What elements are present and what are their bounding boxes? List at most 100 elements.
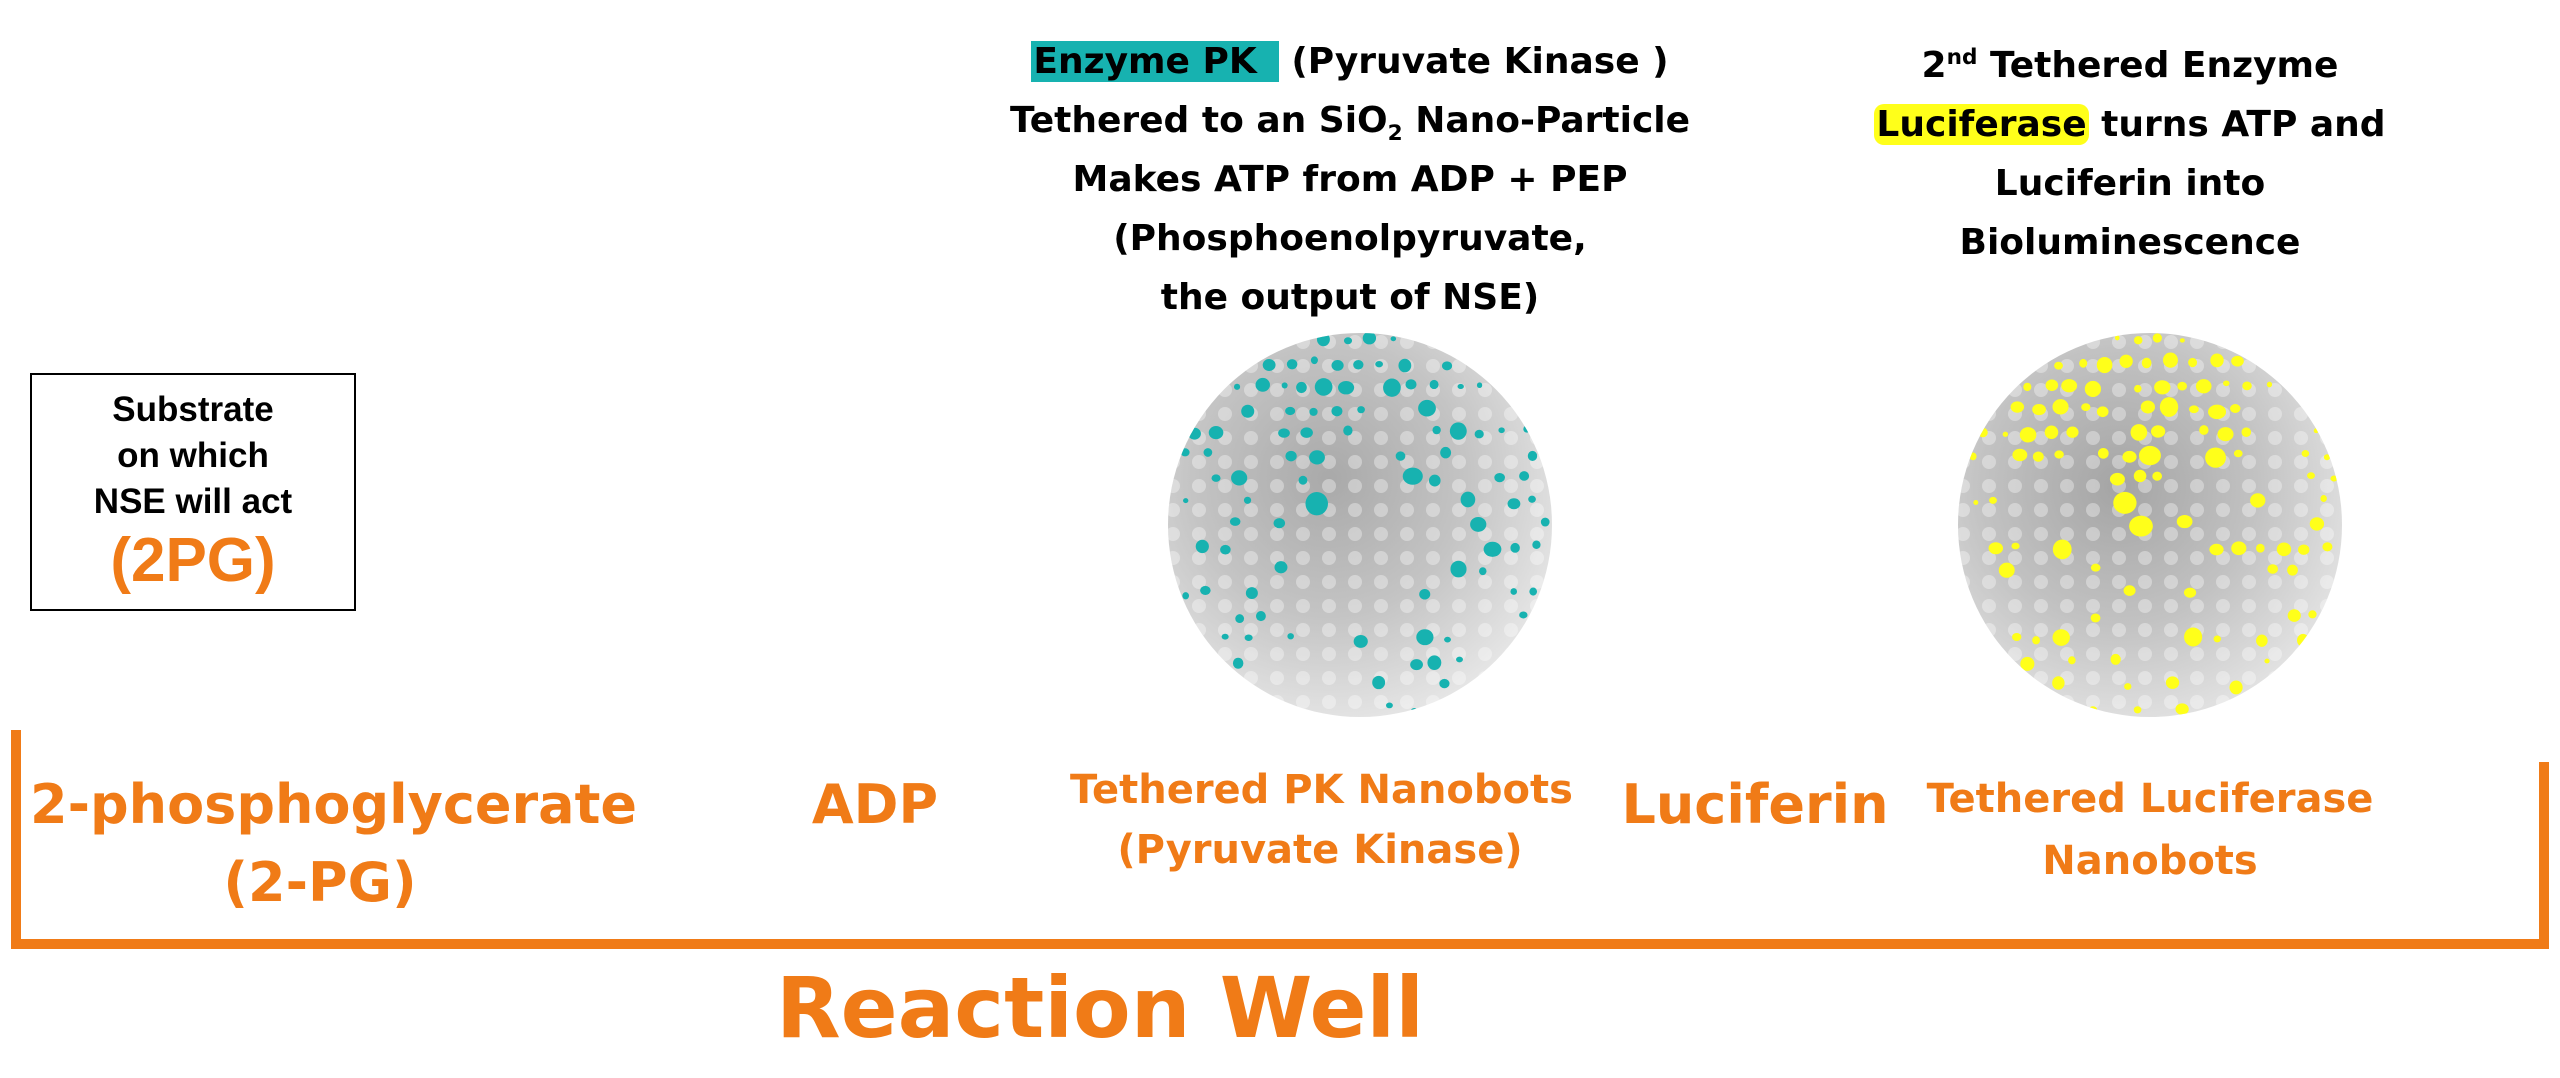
enzyme-dot <box>1416 629 1434 646</box>
enzyme-dot <box>1296 381 1307 394</box>
luc-caption-line-1: 2nd Tethered Enzyme <box>1760 36 2500 95</box>
enzyme-dot <box>1286 359 1298 370</box>
enzyme-dot <box>2209 543 2224 556</box>
enzyme-dot <box>1243 496 1252 504</box>
enzyme-dot <box>2032 451 2044 462</box>
enzyme-dot <box>2052 629 2070 646</box>
enzyme-dot <box>2023 382 2032 392</box>
enzyme-dot <box>2152 333 2162 343</box>
reaction-well-border <box>11 730 2549 949</box>
pk-enzyme-name: (Pyruvate Kinase ) <box>1278 41 1669 82</box>
enzyme-dot <box>1180 448 1190 457</box>
enzyme-dot <box>1287 633 1294 640</box>
enzyme-dot <box>1386 702 1393 709</box>
enzyme-dot <box>1231 470 1248 486</box>
enzyme-dot <box>2154 380 2171 395</box>
enzyme-dot <box>2012 632 2022 642</box>
phosphoglycerate-label: 2-phosphoglycerate (2-PG) <box>30 766 637 922</box>
enzyme-dot <box>2052 676 2065 690</box>
pk-tether-subscript: 2 <box>1387 121 1403 147</box>
enzyme-dot <box>2113 491 2137 514</box>
enzyme-dot <box>2183 587 2197 598</box>
enzyme-dot <box>2241 427 2252 438</box>
luc-caption-line-2: Luciferase turns ATP and <box>1760 95 2500 154</box>
enzyme-dot <box>1444 636 1451 643</box>
enzyme-dot <box>2250 493 2266 508</box>
enzyme-dot <box>1457 383 1464 390</box>
enzyme-dot <box>2130 424 2148 441</box>
enzyme-dot <box>2229 680 2243 695</box>
enzyme-dot <box>2313 428 2319 434</box>
enzyme-dot <box>1285 450 1297 462</box>
enzyme-dot <box>2266 381 2273 388</box>
enzyme-dot <box>2054 361 2063 370</box>
substrate-box: Substrate on which NSE will act (2PG) <box>30 373 356 611</box>
luciferase-enzyme-dots <box>1969 333 2338 715</box>
enzyme-dot <box>2061 379 2078 393</box>
enzyme-dot <box>1479 567 1487 576</box>
enzyme-dot <box>1195 539 1209 554</box>
enzyme-dot <box>1439 678 1450 689</box>
enzyme-dot <box>1449 422 1467 440</box>
enzyme-dot <box>1200 585 1211 595</box>
enzyme-dot <box>1211 474 1221 482</box>
pk-enzyme-highlight: Enzyme PK <box>1031 41 1279 82</box>
enzyme-dot <box>1494 472 1505 483</box>
enzyme-dot <box>2068 656 2076 665</box>
enzyme-dot <box>1182 592 1190 600</box>
enzyme-dot <box>1510 542 1520 553</box>
enzyme-dot <box>1300 427 1313 438</box>
enzyme-dot <box>1510 588 1518 595</box>
substrate-line-2: on which <box>117 436 269 475</box>
enzyme-dot <box>2165 676 2180 689</box>
enzyme-dot <box>2002 431 2009 437</box>
enzyme-dot <box>2020 656 2035 671</box>
substrate-code: (2PG) <box>110 526 276 595</box>
enzyme-dot <box>2123 585 2136 596</box>
enzyme-dot <box>2044 425 2059 440</box>
enzyme-dot <box>1233 383 1241 390</box>
adp-text: ADP <box>811 773 939 836</box>
enzyme-dot <box>2287 564 2298 576</box>
enzyme-dot <box>1331 405 1343 417</box>
pk-nanobots-line-2: (Pyruvate Kinase) <box>1117 827 1523 873</box>
enzyme-dot <box>1969 452 1977 461</box>
luciferase-nanobots-line-1: Tethered Luciferase <box>1926 776 2374 822</box>
enzyme-dot <box>2133 706 2142 714</box>
enzyme-dot <box>2109 472 2125 486</box>
luciferase-nanoparticle-sphere-icon <box>1950 330 2350 720</box>
enzyme-dot <box>1285 406 1296 416</box>
pk-enzyme-caption: Enzyme PK (Pyruvate Kinase ) Tethered to… <box>930 32 1770 327</box>
enzyme-dot <box>2011 542 2020 550</box>
enzyme-dot <box>2088 706 2098 714</box>
pk-caption-line-3: Makes ATP from ADP + PEP <box>1072 159 1628 200</box>
enzyme-dot <box>2010 401 2025 413</box>
enzyme-dot <box>2231 355 2244 367</box>
enzyme-dot <box>2054 450 2064 459</box>
pk-tether-text: Tethered to an SiO <box>1009 100 1388 141</box>
enzyme-dot <box>2162 352 2178 368</box>
reaction-well-title: Reaction Well <box>700 958 1500 1058</box>
luc-ordinal-number: 2 <box>1921 45 1947 86</box>
enzyme-dot <box>1298 475 1308 485</box>
enzyme-dot <box>2152 471 2163 481</box>
enzyme-dot <box>2134 384 2142 393</box>
enzyme-dot <box>1460 491 1476 508</box>
enzyme-dot <box>2208 404 2227 420</box>
enzyme-dot <box>1273 518 1286 529</box>
pk-caption-line-5: the output of NSE) <box>1160 277 1540 318</box>
enzyme-dot <box>1343 425 1353 436</box>
enzyme-dot <box>2045 379 2059 391</box>
luciferin-label: Luciferin <box>1620 766 1890 844</box>
enzyme-dot <box>2298 544 2310 555</box>
enzyme-dot <box>2256 543 2265 553</box>
enzyme-dot <box>2297 633 2310 647</box>
pk-nanobots-line-1: Tethered PK Nanobots <box>1070 767 1573 813</box>
enzyme-dot <box>2230 404 2241 413</box>
enzyme-dot <box>1338 380 1355 395</box>
enzyme-dot <box>2090 563 2101 572</box>
enzyme-dot <box>2179 338 2185 343</box>
enzyme-dot <box>1483 541 1502 557</box>
enzyme-dot <box>2210 353 2224 368</box>
enzyme-dot <box>2195 379 2212 394</box>
